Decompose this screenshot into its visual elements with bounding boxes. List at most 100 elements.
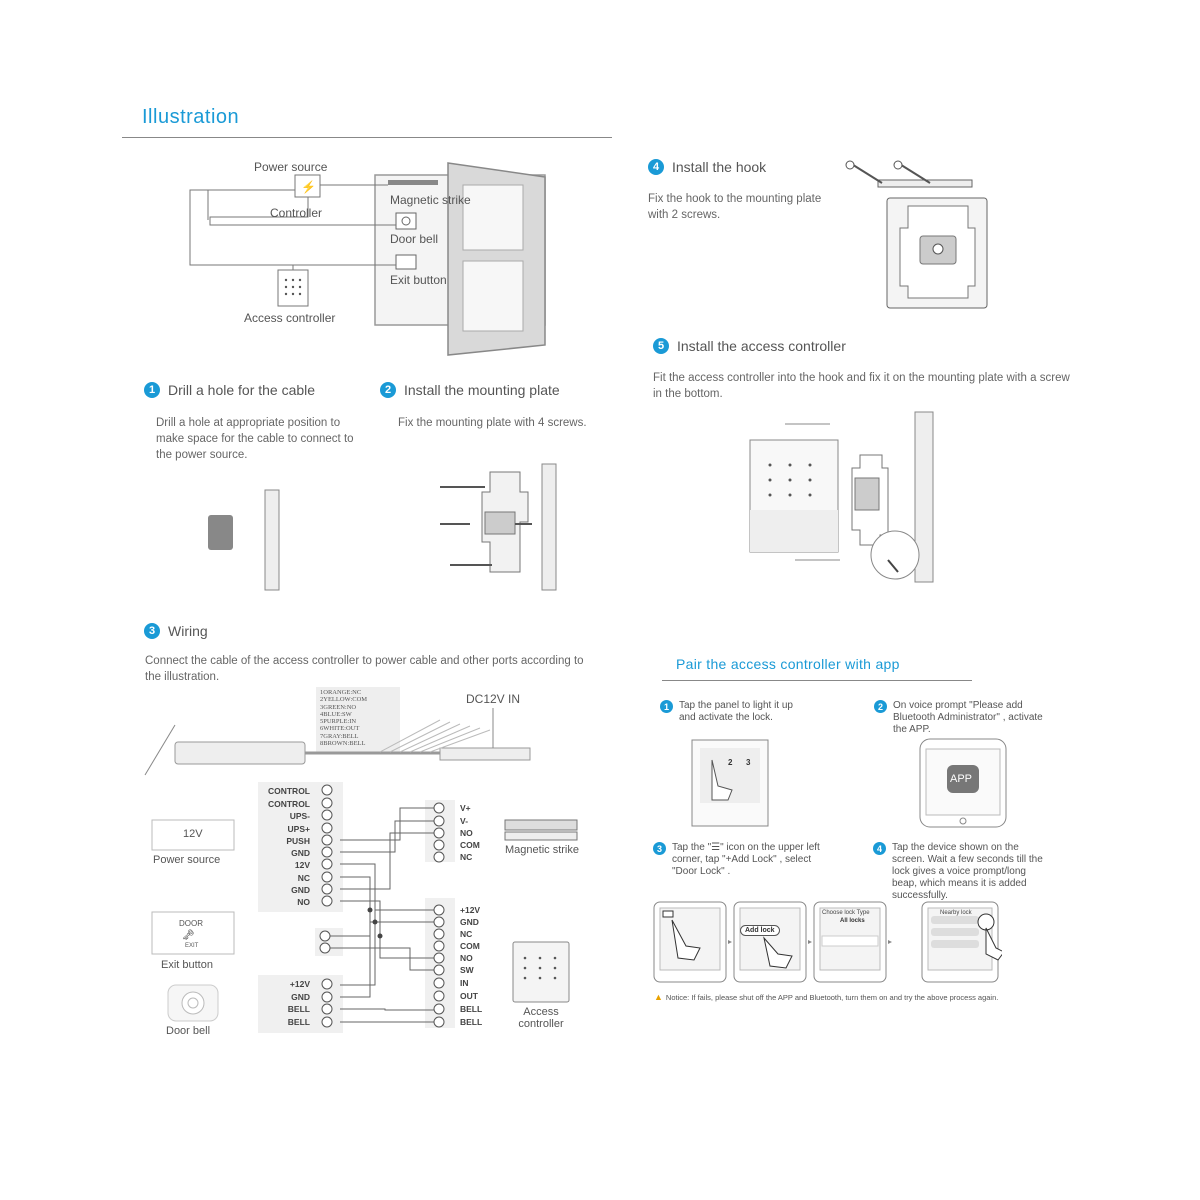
terminal-label: GND: [291, 885, 310, 895]
terminal-label: BELL: [460, 1004, 483, 1014]
terminal-label: +12V: [289, 979, 310, 989]
wiring-magnetic-strike-label: Magnetic strike: [505, 844, 579, 856]
step-2-header: 2 Install the mounting plate: [380, 382, 560, 398]
terminal-label: NO: [460, 828, 473, 838]
exit-door-label: DOOR: [179, 919, 203, 928]
terminal-label: PUSH: [286, 836, 310, 846]
wiring-access-controller-label: Access controller: [518, 1006, 564, 1030]
wiring-power-source-label: Power source: [153, 854, 221, 866]
nearby-lock-label: Nearby lock: [940, 910, 972, 916]
step-4-title: Install the hook: [672, 159, 767, 175]
pair-step-1: 1 Tap the panel to light it up and activ…: [660, 700, 795, 724]
key-icon: 🗝: [182, 930, 195, 941]
step-3-text: Connect the cable of the access controll…: [145, 655, 584, 683]
svg-text:2: 2: [728, 758, 733, 767]
all-locks-option[interactable]: All locks: [840, 918, 865, 924]
terminal-label: 12V: [294, 860, 310, 870]
power-box-label: 12V: [183, 828, 203, 840]
step-3-header: 3 Wiring: [144, 623, 208, 639]
terminal-label: BELL: [460, 1017, 483, 1027]
terminal-label: NC: [297, 873, 310, 883]
pair-step-2-badge: 2: [874, 700, 887, 713]
step-4-badge: 4: [648, 159, 664, 175]
pair-title: Pair the access controller with app: [676, 656, 900, 672]
terminal-label: SW: [460, 965, 474, 975]
step-3-badge: 3: [144, 623, 160, 639]
step-4-header: 4 Install the hook: [648, 159, 766, 175]
step-1-hole-diagram: [208, 489, 280, 591]
label-power-source: Power source: [254, 160, 328, 174]
terminal-label: V+: [460, 803, 471, 813]
pair-step-2: 2 On voice prompt "Please add Bluetooth …: [874, 700, 1054, 736]
terminal-label: NO: [297, 897, 310, 907]
step-1-text: Drill a hole at appropriate position to …: [156, 417, 354, 461]
terminal-label: GND: [291, 992, 310, 1002]
step-5-badge: 5: [653, 338, 669, 354]
step-4-text: Fix the hook to the mounting plate with …: [648, 193, 822, 221]
title-divider: [122, 137, 612, 138]
exit-exit-label: EXIT: [185, 943, 199, 949]
wire-color: 8BROWN:BELL: [320, 740, 366, 748]
app-icon-label: APP: [950, 773, 973, 785]
pair-step-1-text: Tap the panel to light it up and activat…: [679, 700, 793, 723]
wire-color: 7GRAY:BELL: [320, 732, 359, 740]
step-1-badge: 1: [144, 382, 160, 398]
illustration-title: Illustration: [142, 106, 240, 128]
svg-text:3: 3: [746, 758, 751, 767]
pair-step-2-text: On voice prompt "Please add Bluetooth Ad…: [893, 700, 1043, 735]
warning-icon: ▲: [654, 992, 663, 1002]
terminal-label: NC: [460, 852, 473, 862]
terminal-label: COM: [460, 840, 480, 850]
pair-divider: [662, 680, 972, 681]
terminal-label: CONTROL: [267, 786, 310, 796]
wiring-door-bell-label: Door bell: [166, 1025, 211, 1037]
terminal-label: NC: [460, 929, 473, 939]
wire-color-legend: 1ORANGE:NC 2YELLOW:COM 3GREEN:NO 4BLUE:S…: [316, 687, 400, 753]
step-4-hook-diagram: [845, 160, 988, 309]
terminal-label: BELL: [287, 1017, 310, 1027]
pair-step-4-badge: 4: [873, 842, 886, 855]
wire-color: 2YELLOW:COM: [320, 696, 368, 704]
illustration-diagram: ⚡: [189, 162, 546, 356]
pair-step-4: 4 Tap the device shown on the screen. Wa…: [873, 842, 1053, 902]
pair-step-3-text: Tap the "☰" icon on the upper left corne…: [672, 842, 820, 877]
terminal-label: GND: [291, 848, 310, 858]
dc-in-label: DC12V IN: [466, 692, 521, 706]
terminal-label: V-: [460, 816, 469, 826]
step-2-title: Install the mounting plate: [404, 382, 560, 398]
label-door-bell: Door bell: [390, 232, 439, 246]
wire-color: 3GREEN:NO: [320, 703, 357, 711]
notice: ▲ Notice: If fails, please shut off the …: [654, 992, 998, 1002]
pair-step-1-badge: 1: [660, 700, 673, 713]
step-2-plate-diagram: [440, 463, 557, 591]
terminal-label: +12V: [460, 905, 481, 915]
label-exit-button: Exit button: [390, 273, 447, 287]
phone-sequence-image: [653, 901, 1002, 983]
step-5-text: Fit the access controller into the hook …: [653, 372, 1070, 400]
terminal-label: IN: [460, 978, 469, 988]
notice-text: Notice: If fails, please shut off the AP…: [665, 992, 999, 1002]
label-access-controller: Access controller: [244, 311, 336, 325]
pair-step-3: 3 Tap the "☰" icon on the upper left cor…: [653, 842, 838, 878]
terminal-label: GND: [460, 917, 479, 927]
keypad-tap-image: 2 3: [691, 739, 769, 827]
step-3-title: Wiring: [168, 623, 208, 639]
step-1-title: Drill a hole for the cable: [168, 382, 316, 398]
pair-step-3-badge: 3: [653, 842, 666, 855]
label-magnetic-strike: Magnetic strike: [390, 193, 471, 207]
wire-color: 4BLUE:SW: [320, 710, 352, 718]
wire-color: 5PURPLE:IN: [320, 718, 357, 726]
terminal-label: OUT: [460, 991, 478, 1001]
wiring-exit-button-label: Exit button: [161, 959, 213, 971]
add-lock-button[interactable]: Add lock: [740, 925, 780, 936]
terminal-label: COM: [460, 941, 480, 951]
svg-text:⚡: ⚡: [301, 180, 316, 194]
label-controller: Controller: [270, 206, 323, 220]
step-1-header: 1 Drill a hole for the cable: [144, 382, 315, 398]
terminal-label: NO: [460, 953, 473, 963]
phone-app-image: [919, 738, 1007, 828]
wiring-diagram: [144, 708, 578, 1033]
terminal-label: CONTROL: [267, 799, 310, 809]
terminal-label: UPS-: [289, 811, 310, 821]
step-2-badge: 2: [380, 382, 396, 398]
